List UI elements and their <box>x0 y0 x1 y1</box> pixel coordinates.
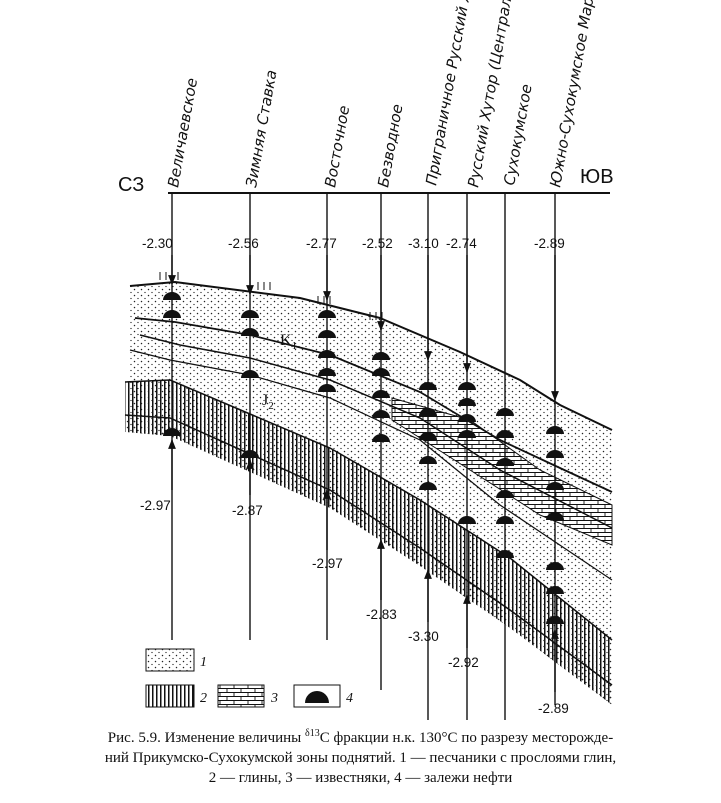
legend-num-4: 4 <box>346 691 353 706</box>
oil-deposit-icon <box>496 550 514 558</box>
oil-deposit-icon <box>241 328 259 336</box>
oil-deposit-icon <box>458 414 476 422</box>
well-value-lower: -2.97 <box>140 498 171 513</box>
oil-deposit-icon <box>163 292 181 300</box>
geologic-cross-section: СЗ ЮВ Величаевское -2.30 -2.97 Зимняя Ст… <box>118 0 614 720</box>
interface-line-3 <box>129 349 613 581</box>
well-name: Восточное <box>321 104 353 189</box>
figure-caption: Рис. 5.9. Изменение величины δ13C фракци… <box>0 724 721 788</box>
well-value-lower: -2.92 <box>448 655 479 670</box>
oil-deposit-icon <box>372 410 390 418</box>
oil-deposit-icon <box>546 450 564 458</box>
oil-deposit-icon <box>496 458 514 466</box>
clay-top-line <box>124 379 613 641</box>
well-value-upper: -2.30 <box>142 236 173 251</box>
well-name: Безводное <box>374 103 406 189</box>
oil-deposit-icon <box>163 310 181 318</box>
well-name: Сухокумское <box>500 83 536 187</box>
oil-deposit-icon <box>546 512 564 520</box>
well-value-upper: -2.52 <box>362 236 393 251</box>
well-value-lower: -2.83 <box>366 607 397 622</box>
flow-arrows <box>168 255 559 692</box>
strat-labels: K1 J2 <box>262 332 297 412</box>
oil-deposit-icon <box>546 426 564 434</box>
k1-label: K1 <box>280 332 297 352</box>
oil-deposit-icon <box>372 368 390 376</box>
oil-deposit-icon <box>241 370 259 378</box>
oil-deposit-icon <box>546 482 564 490</box>
oil-deposit-icon <box>458 516 476 524</box>
caption-line-2: ний Прикумско-Сухокумской зоны поднятий.… <box>104 750 617 766</box>
direction-se-label: ЮВ <box>580 166 614 188</box>
oil-deposit-icon <box>318 384 336 392</box>
well-value-upper: -2.89 <box>534 236 565 251</box>
strata <box>124 272 613 720</box>
oil-deposit-icon <box>372 434 390 442</box>
white-gap <box>125 432 612 720</box>
sandstone-pattern <box>145 648 195 672</box>
clay-bottom-line <box>124 414 613 686</box>
profile-line: СЗ ЮВ <box>118 166 614 196</box>
well-name: Южно-Сухокумское Мартовское <box>546 0 608 189</box>
oil-deposit-icon <box>318 330 336 338</box>
well-value-upper: -2.56 <box>228 236 259 251</box>
oil-deposit-icon <box>372 352 390 360</box>
oil-deposit-icon <box>163 428 181 436</box>
oil-deposit-icon <box>458 398 476 406</box>
direction-nw-label: СЗ <box>118 174 144 196</box>
legend: 1 2 3 4 <box>145 648 353 708</box>
oil-deposits <box>163 292 564 624</box>
oil-deposit-icon <box>318 350 336 358</box>
oil-deposit-icon <box>496 516 514 524</box>
legend-num-3: 3 <box>270 691 278 706</box>
oil-deposit-icon <box>546 616 564 624</box>
oil-deposit-icon <box>419 432 437 440</box>
well-value-lower: -2.97 <box>312 556 343 571</box>
oil-deposit-icon <box>458 430 476 438</box>
oil-deposit-icon <box>318 368 336 376</box>
well-value-upper: -2.74 <box>446 236 477 251</box>
oil-deposit-icon <box>419 408 437 416</box>
oil-deposit-icon <box>496 490 514 498</box>
well-value-lower: -3.30 <box>408 629 439 644</box>
oil-deposit-icon <box>318 310 336 318</box>
oil-deposit-icon <box>419 456 437 464</box>
interface-line-2 <box>139 334 613 529</box>
j2-label: J2 <box>262 392 274 412</box>
well-value-lower: -2.87 <box>232 503 263 518</box>
limestone-pattern <box>217 684 265 708</box>
legend-num-2: 2 <box>200 691 207 706</box>
oil-deposit-icon <box>372 390 390 398</box>
oil-deposit-icon <box>546 562 564 570</box>
oil-deposit-icon <box>419 382 437 390</box>
oil-deposit-icon <box>305 691 329 703</box>
clay-pattern <box>145 684 195 708</box>
caption-line-3: 2 — глины, 3 — известняки, 4 — залежи не… <box>208 770 513 786</box>
oil-deposit-icon <box>241 450 259 458</box>
well-value-upper: -3.10 <box>408 236 439 251</box>
oil-deposit-icon <box>496 408 514 416</box>
caption-line-1: Рис. 5.9. Изменение величины δ13C фракци… <box>107 728 614 746</box>
oil-deposit-icon <box>496 430 514 438</box>
oil-deposit-icon <box>546 586 564 594</box>
oil-deposit-icon <box>458 382 476 390</box>
well-value-upper: -2.77 <box>306 236 337 251</box>
oil-deposit-icon <box>241 310 259 318</box>
well-name: Зимняя Ставка <box>242 69 280 189</box>
well-name: Величаевское <box>164 77 201 189</box>
well-value-lower: -2.89 <box>538 701 569 716</box>
legend-num-1: 1 <box>200 655 207 670</box>
oil-deposit-icon <box>419 482 437 490</box>
